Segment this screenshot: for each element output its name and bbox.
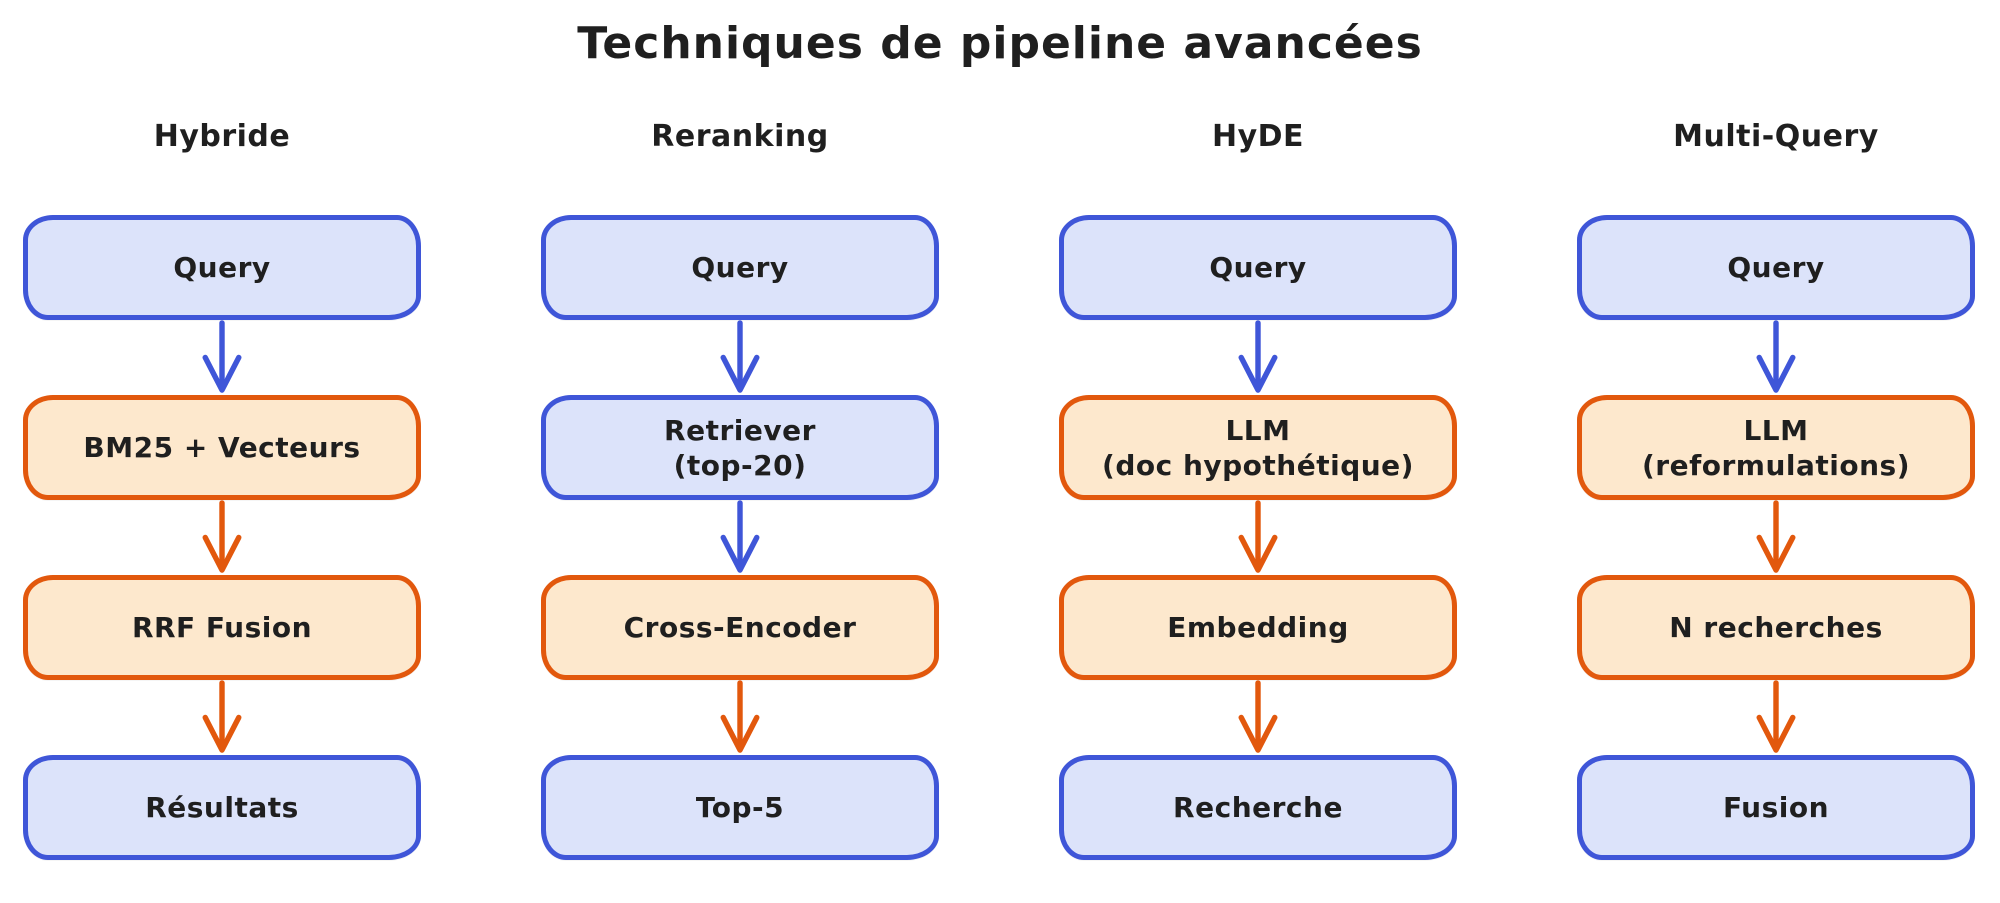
arrow-down-icon xyxy=(1059,500,1457,575)
arrow-down-icon xyxy=(1059,680,1457,755)
arrow-down-icon xyxy=(1577,320,1975,395)
flow-multi-query: Query LLM (reformulations) N recherches xyxy=(1577,215,1975,860)
column-header-hyde: HyDE xyxy=(1211,119,1305,154)
pipeline-columns: Hybride Query BM25 + Vecteurs RRF Fusion xyxy=(0,115,2000,860)
arrow-down-icon xyxy=(23,680,421,755)
node-label: Cross-Encoder xyxy=(623,611,857,644)
column-header-reranking: Reranking xyxy=(651,119,829,154)
arrow-down-icon xyxy=(23,320,421,395)
node-query: Query xyxy=(1059,215,1457,320)
node-recherche: Recherche xyxy=(1059,755,1457,860)
node-llm-doc-hypothetique: LLM (doc hypothétique) xyxy=(1059,395,1457,500)
node-label: LLM (reformulations) xyxy=(1641,413,1911,482)
page-title: Techniques de pipeline avancées xyxy=(577,18,1423,69)
node-label: Query xyxy=(1209,251,1307,284)
node-query: Query xyxy=(23,215,421,320)
node-query: Query xyxy=(1577,215,1975,320)
arrow-down-icon xyxy=(1059,320,1457,395)
arrow-down-icon xyxy=(1577,680,1975,755)
node-embedding: Embedding xyxy=(1059,575,1457,680)
flow-hybride: Query BM25 + Vecteurs RRF Fusion xyxy=(23,215,421,860)
arrow-down-icon xyxy=(23,500,421,575)
node-label: N recherches xyxy=(1669,611,1883,644)
node-retriever-top20: Retriever (top-20) xyxy=(541,395,939,500)
node-llm-reformulations: LLM (reformulations) xyxy=(1577,395,1975,500)
column-header-multi-query: Multi-Query xyxy=(1673,119,1879,154)
flow-reranking: Query Retriever (top-20) Cross-Encoder xyxy=(541,215,939,860)
column-reranking: Reranking Query Retriever (top-20) Cross… xyxy=(541,115,939,860)
node-label: Query xyxy=(691,251,789,284)
node-label: Embedding xyxy=(1167,611,1349,644)
column-header-hybride: Hybride xyxy=(153,119,291,154)
diagram-canvas: Techniques de pipeline avancées Hybride … xyxy=(0,18,2000,903)
column-hyde: HyDE Query LLM (doc hypothétique) Embedd… xyxy=(1059,115,1457,860)
node-label: Query xyxy=(173,251,271,284)
node-label: Top-5 xyxy=(695,791,785,824)
node-resultats: Résultats xyxy=(23,755,421,860)
node-rrf-fusion: RRF Fusion xyxy=(23,575,421,680)
arrow-down-icon xyxy=(541,500,939,575)
node-bm25-vecteurs: BM25 + Vecteurs xyxy=(23,395,421,500)
node-label: Query xyxy=(1727,251,1825,284)
node-label: RRF Fusion xyxy=(131,611,313,644)
column-hybride: Hybride Query BM25 + Vecteurs RRF Fusion xyxy=(23,115,421,860)
arrow-down-icon xyxy=(1577,500,1975,575)
node-label: Recherche xyxy=(1173,791,1343,824)
node-label: Fusion xyxy=(1722,791,1830,824)
node-query: Query xyxy=(541,215,939,320)
column-multi-query: Multi-Query Query LLM (reformulations) N… xyxy=(1577,115,1975,860)
flow-hyde: Query LLM (doc hypothétique) Embedding xyxy=(1059,215,1457,860)
arrow-down-icon xyxy=(541,680,939,755)
arrow-down-icon xyxy=(541,320,939,395)
node-label: BM25 + Vecteurs xyxy=(83,431,361,464)
node-label: Résultats xyxy=(145,791,299,824)
node-fusion: Fusion xyxy=(1577,755,1975,860)
node-label: LLM (doc hypothétique) xyxy=(1102,413,1414,482)
node-n-recherches: N recherches xyxy=(1577,575,1975,680)
node-label: Retriever (top-20) xyxy=(664,413,816,482)
node-cross-encoder: Cross-Encoder xyxy=(541,575,939,680)
node-top-5: Top-5 xyxy=(541,755,939,860)
